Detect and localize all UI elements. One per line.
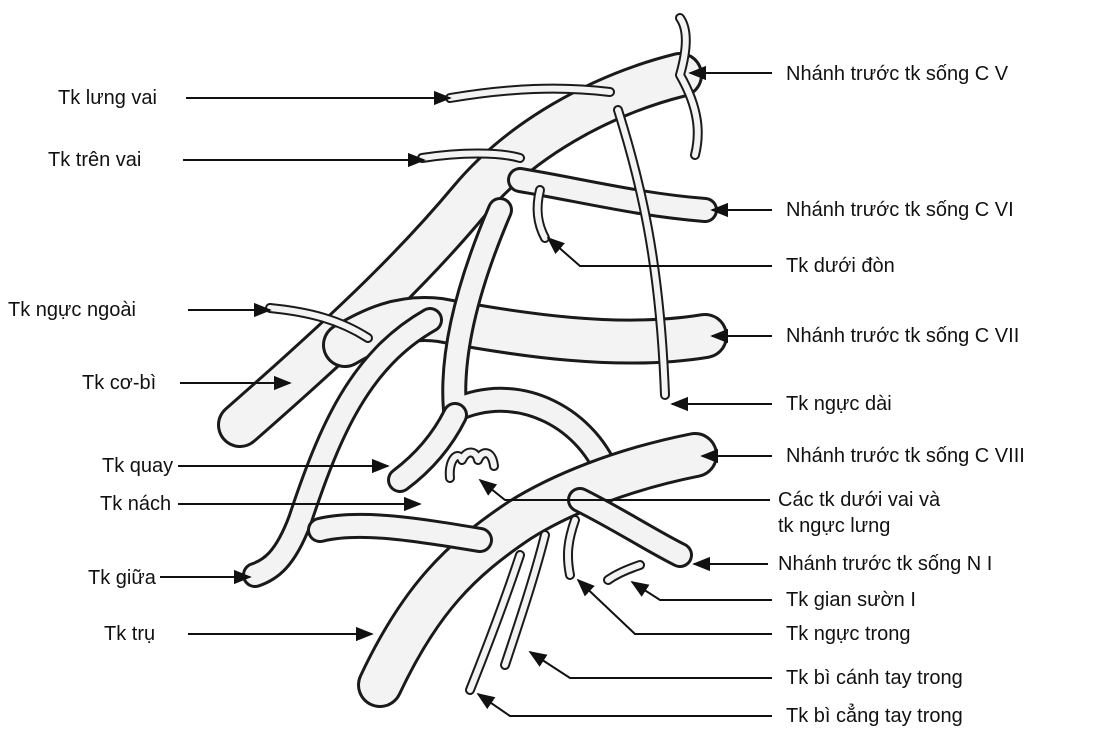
n1-root-nerve (580, 500, 680, 555)
leader-tk-duoi-don (548, 238, 772, 266)
label-tk-tren-vai: Tk trên vai (48, 149, 141, 171)
label-tk-lung-vai: Tk lưng vai (58, 87, 157, 109)
label-tk-quay: Tk quay (102, 455, 173, 477)
leader-tk-nguc-trong (578, 580, 772, 634)
label-tk-co-bi: Tk cơ-bì (82, 372, 156, 394)
label-nhanh-c5: Nhánh trước tk sống C V (786, 63, 1009, 85)
c6-root-nerve (520, 180, 705, 210)
label-tk-tru: Tk trụ (104, 623, 155, 645)
label-tk-bi-cang-tay: Tk bì cẳng tay trong (786, 703, 963, 727)
label-nhanh-n1: Nhánh trước tk sống N I (778, 553, 992, 575)
label-tk-giua: Tk giữa (88, 567, 157, 589)
leader-tk-gian-suon (632, 582, 772, 600)
label-tk-bi-canh-tay: Tk bì cánh tay trong (786, 667, 963, 689)
label-tk-gian-suon: Tk gian sườn I (786, 589, 916, 611)
label-nhanh-c8: Nhánh trước tk sống C VIII (786, 445, 1025, 467)
suprascapular-thin-nerve (422, 154, 520, 159)
label-tk-nguc-ngoai: Tk ngực ngoài (8, 299, 136, 321)
label-tk-duoi-don: Tk dưới đòn (786, 255, 895, 277)
right-labels: Nhánh trước tk sống C V Nhánh trước tk s… (478, 63, 1025, 727)
subscapular-coils-nerve (450, 453, 494, 479)
label-tk-nguc-trong: Tk ngực trong (786, 623, 911, 645)
label-cac-tk-duoi-vai-line2: tk ngực lưng (778, 515, 890, 537)
leader-tk-bi-cang-tay (478, 694, 772, 716)
label-tk-nach: Tk nách (100, 493, 171, 515)
nerve-drawing (240, 18, 705, 690)
median-medial-root-nerve (320, 526, 480, 540)
label-nhanh-c6: Nhánh trước tk sống C VI (786, 199, 1014, 221)
label-cac-tk-duoi-vai-line1: Các tk dưới vai và (778, 489, 941, 511)
label-nhanh-c7: Nhánh trước tk sống C VII (786, 325, 1019, 347)
leader-tk-bi-canh-tay (530, 652, 772, 678)
label-tk-nguc-dai: Tk ngực dài (786, 393, 892, 415)
